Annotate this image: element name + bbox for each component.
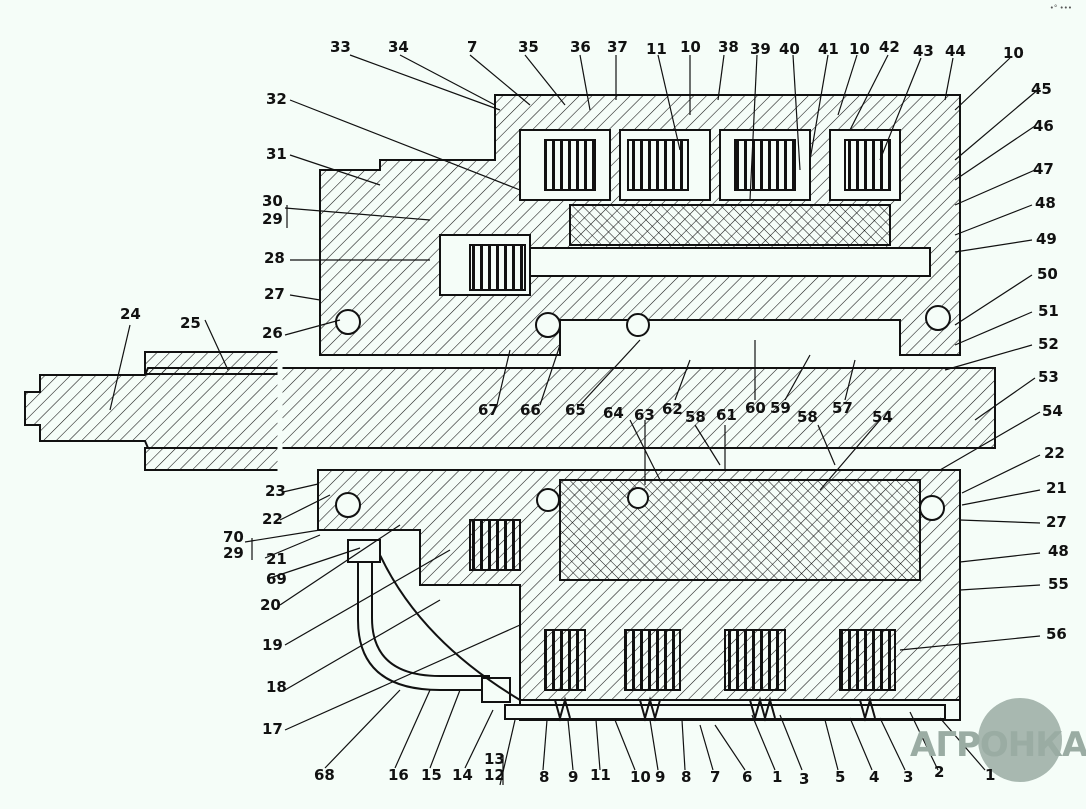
callout-label: 43 xyxy=(913,42,934,60)
callout-label: 29 xyxy=(223,544,244,562)
control-rod xyxy=(504,696,946,722)
callout-label: 40 xyxy=(779,40,800,58)
leader-lines xyxy=(109,54,1041,786)
callout-label: 2 xyxy=(934,763,945,781)
callout-label: 50 xyxy=(1037,265,1058,283)
callout-label: 39 xyxy=(750,40,771,58)
upper-housing xyxy=(319,94,961,356)
callout-label: 17 xyxy=(262,720,283,738)
callout-label: 10 xyxy=(630,768,651,786)
callout-label: 61 xyxy=(716,406,737,424)
callout-label: 7 xyxy=(710,768,721,786)
callout-label: 47 xyxy=(1033,160,1054,178)
callout-label: 3 xyxy=(903,768,914,786)
callout-label: 16 xyxy=(388,766,409,784)
callout-label: 22 xyxy=(1044,444,1065,462)
callout-label: 59 xyxy=(770,399,791,417)
callout-label: 33 xyxy=(330,38,351,56)
callout-label: 41 xyxy=(818,40,839,58)
callout-label: 21 xyxy=(266,550,287,568)
callout-label: 13 xyxy=(484,750,505,768)
callout-label: 65 xyxy=(565,401,586,419)
callout-label: 4 xyxy=(869,768,880,786)
callout-label: 58 xyxy=(797,408,818,426)
callout-label: 36 xyxy=(570,38,591,56)
callout-label: 5 xyxy=(835,768,846,786)
callout-label: 45 xyxy=(1031,80,1052,98)
callout-label: 9 xyxy=(655,768,666,786)
callout-label: 52 xyxy=(1038,335,1059,353)
watermark-logo: АГРОНКА xyxy=(910,725,1086,765)
callout-label: 53 xyxy=(1038,368,1059,386)
callout-label: 56 xyxy=(1046,625,1067,643)
callout-label: 34 xyxy=(388,38,409,56)
callout-label: 10 xyxy=(849,40,870,58)
callout-label: 57 xyxy=(832,399,853,417)
callout-label: 20 xyxy=(260,596,281,614)
watermark-circle xyxy=(978,698,1062,782)
callout-label: 29 xyxy=(262,210,283,228)
callout-label: 58 xyxy=(685,408,706,426)
callout-label: 54 xyxy=(872,408,893,426)
callout-label: 24 xyxy=(120,305,141,323)
callout-label: 10 xyxy=(680,38,701,56)
callout-label: 54 xyxy=(1042,402,1063,420)
callout-label: 18 xyxy=(266,678,287,696)
callout-label: 8 xyxy=(539,768,550,786)
callout-label: 21 xyxy=(1046,479,1067,497)
callout-label: 9 xyxy=(568,768,579,786)
corner-mark: •° ••• xyxy=(1049,4,1072,12)
callout-label: 1 xyxy=(985,766,996,784)
callout-label: 69 xyxy=(266,570,287,588)
lower-housing xyxy=(317,469,961,721)
callout-label: 66 xyxy=(520,401,541,419)
callout-label: 25 xyxy=(180,314,201,332)
callout-label: 27 xyxy=(1046,513,1067,531)
callout-label: 3 xyxy=(799,770,810,788)
callout-label: 44 xyxy=(945,42,966,60)
callout-label: 70 xyxy=(223,528,244,546)
callout-label: 68 xyxy=(314,766,335,784)
callout-label: 63 xyxy=(634,406,655,424)
callout-label: 1 xyxy=(772,768,783,786)
callout-label: 8 xyxy=(681,768,692,786)
callout-label: 35 xyxy=(518,38,539,56)
callout-label: 30 xyxy=(262,192,283,210)
callout-label: 42 xyxy=(879,38,900,56)
callout-label: 15 xyxy=(421,766,442,784)
callout-label: 48 xyxy=(1035,194,1056,212)
callout-label: 37 xyxy=(607,38,628,56)
callout-label: 19 xyxy=(262,636,283,654)
callout-label: 46 xyxy=(1033,117,1054,135)
callout-label: 38 xyxy=(718,38,739,56)
callout-label: 26 xyxy=(262,324,283,342)
callout-label: 67 xyxy=(478,401,499,419)
oil-pipe xyxy=(347,539,521,703)
main-shaft xyxy=(24,350,996,475)
callout-label: 12 xyxy=(484,766,505,784)
callout-label: 10 xyxy=(1003,44,1024,62)
callout-label: 7 xyxy=(467,38,478,56)
callout-label: 49 xyxy=(1036,230,1057,248)
callout-label: 48 xyxy=(1048,542,1069,560)
callout-label: 28 xyxy=(264,249,285,267)
callout-label: 60 xyxy=(745,399,766,417)
callout-label: 6 xyxy=(742,768,753,786)
callout-label: 11 xyxy=(590,766,611,784)
callout-label: 22 xyxy=(262,510,283,528)
callout-label: 23 xyxy=(265,482,286,500)
callout-label: 62 xyxy=(662,400,683,418)
callout-label: 27 xyxy=(264,285,285,303)
callout-label: 14 xyxy=(452,766,473,784)
callout-label: 32 xyxy=(266,90,287,108)
callout-label: 31 xyxy=(266,145,287,163)
callout-label: 64 xyxy=(603,404,624,422)
callout-label: 11 xyxy=(646,40,667,58)
callout-label: 55 xyxy=(1048,575,1069,593)
callout-label: 51 xyxy=(1038,302,1059,320)
